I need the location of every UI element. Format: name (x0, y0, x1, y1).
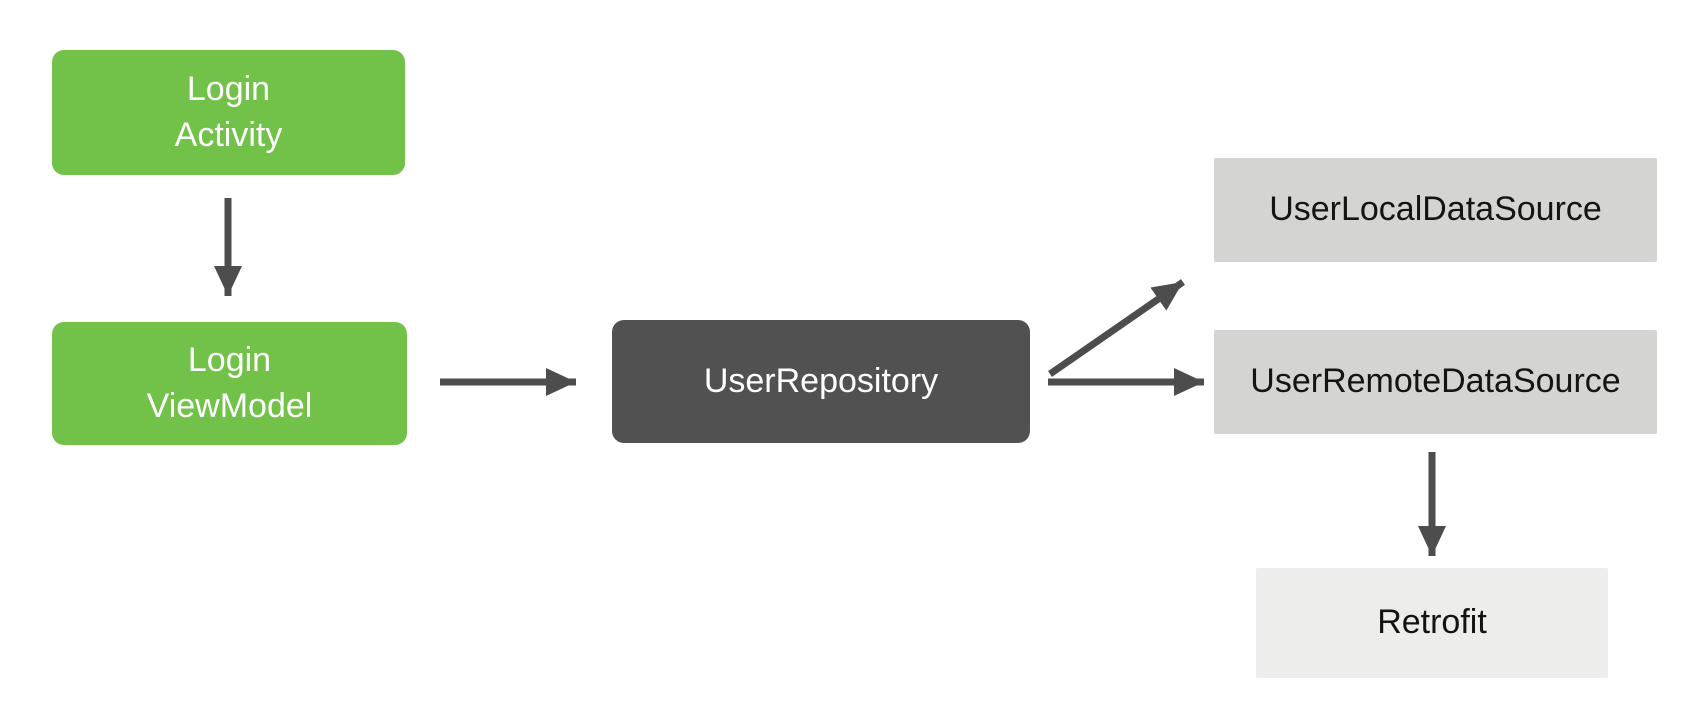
node-retrofit-label: Retrofit (1377, 603, 1487, 642)
node-user-local-data-source-label: UserLocalDataSource (1269, 190, 1602, 229)
node-login-activity-label-line2: Activity (174, 115, 283, 154)
node-login-viewmodel-label-line2: ViewModel (146, 386, 313, 425)
node-login-activity: Login Activity (52, 50, 405, 175)
node-user-remote-data-source: UserRemoteDataSource (1214, 330, 1657, 434)
node-login-viewmodel: Login ViewModel (52, 322, 407, 445)
node-login-viewmodel-label-line1: Login (187, 340, 272, 379)
node-user-repository: UserRepository (612, 320, 1030, 443)
node-login-activity-label-line1: Login (186, 69, 271, 108)
node-user-repository-label: UserRepository (703, 361, 939, 400)
arrow-repository-to-localdatasource (1048, 279, 1185, 377)
node-user-remote-data-source-label: UserRemoteDataSource (1250, 362, 1621, 401)
node-user-local-data-source: UserLocalDataSource (1214, 158, 1657, 262)
node-retrofit: Retrofit (1256, 568, 1608, 678)
